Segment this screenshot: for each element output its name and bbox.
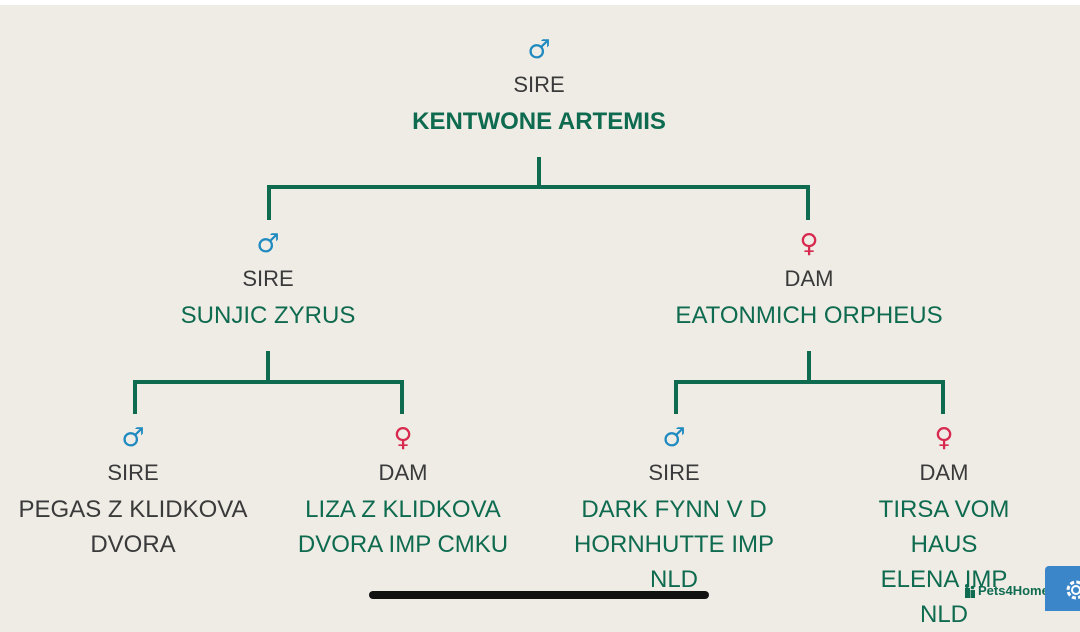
role-label: DAM [784,266,834,291]
male-icon: ♂ [662,423,686,453]
female-icon: ♀ [934,423,954,453]
tree-line [400,380,404,414]
male-icon: ♂ [121,423,145,453]
tree-line [267,185,810,189]
pedigree-root: ♂ SIRE KENTWONE ARTEMIS [412,36,666,139]
dog-name-line: NLD [649,566,698,593]
tree-line [267,185,271,220]
tree-line [941,380,945,414]
gear-icon [1066,580,1080,600]
role-label: DAM [378,460,428,485]
dog-name-link[interactable]: EATONMICH ORPHEUS [675,302,943,329]
top-strip [0,0,1080,5]
tree-line [266,351,270,383]
dog-name: PEGAS Z KLIDKOVA DVORA [19,492,248,562]
pedigree-parent-sire: ♂ SIRE SUNJIC ZYRUS [181,230,356,333]
brand-logo: Pets4Homes [964,583,1056,598]
role-label: SIRE [513,72,565,97]
male-icon: ♂ [527,35,551,65]
dog-name-link[interactable]: SUNJIC ZYRUS [180,302,356,329]
dog-name-link[interactable]: DARK FYNN V D HORNHUTTE IMP NLD [574,492,774,597]
role-label: SIRE [648,460,700,485]
role-label: DAM [919,460,969,485]
pedigree-parent-dam: ♀ DAM EATONMICH ORPHEUS [675,230,942,333]
tree-line [806,185,810,220]
dog-name-line: HORNHUTTE IMP [574,531,774,558]
role-label: SIRE [242,266,294,291]
settings-button[interactable] [1045,566,1080,611]
pedigree-grandparent: ♂ SIRE PEGAS Z KLIDKOVA DVORA [19,424,248,562]
dog-name-link[interactable]: LIZA Z KLIDKOVA DVORA IMP CMKU [298,492,508,562]
home-indicator[interactable] [369,591,709,599]
dog-name-line: DVORA [90,531,176,558]
tree-line [133,380,404,384]
role-label: SIRE [107,460,159,485]
dog-name-line: DVORA IMP CMKU [297,531,509,558]
dog-name-link[interactable]: TIRSA VOM HAUS ELENA IMP NLD [876,492,1012,632]
dog-name-link[interactable]: KENTWONE ARTEMIS [412,108,666,135]
dog-name-line: DARK FYNN V D [581,496,767,523]
tree-line [537,157,541,187]
dog-name-line: TIRSA VOM HAUS [878,496,1010,558]
pedigree-grandparent: ♀ DAM TIRSA VOM HAUS ELENA IMP NLD [876,424,1012,632]
pedigree-grandparent: ♂ SIRE DARK FYNN V D HORNHUTTE IMP NLD [574,424,774,597]
dog-name-line: PEGAS Z KLIDKOVA [18,496,248,523]
female-icon: ♀ [799,229,819,259]
tree-line [133,380,137,414]
tree-line [807,351,811,383]
dog-name-line: LIZA Z KLIDKOVA [305,496,501,523]
brand-name: Pets4Homes [978,583,1057,598]
female-icon: ♀ [393,423,413,453]
paw-icon [965,583,975,598]
pedigree-grandparent: ♀ DAM LIZA Z KLIDKOVA DVORA IMP CMKU [298,424,508,562]
male-icon: ♂ [256,229,280,259]
tree-line [674,380,945,384]
tree-line [674,380,678,414]
